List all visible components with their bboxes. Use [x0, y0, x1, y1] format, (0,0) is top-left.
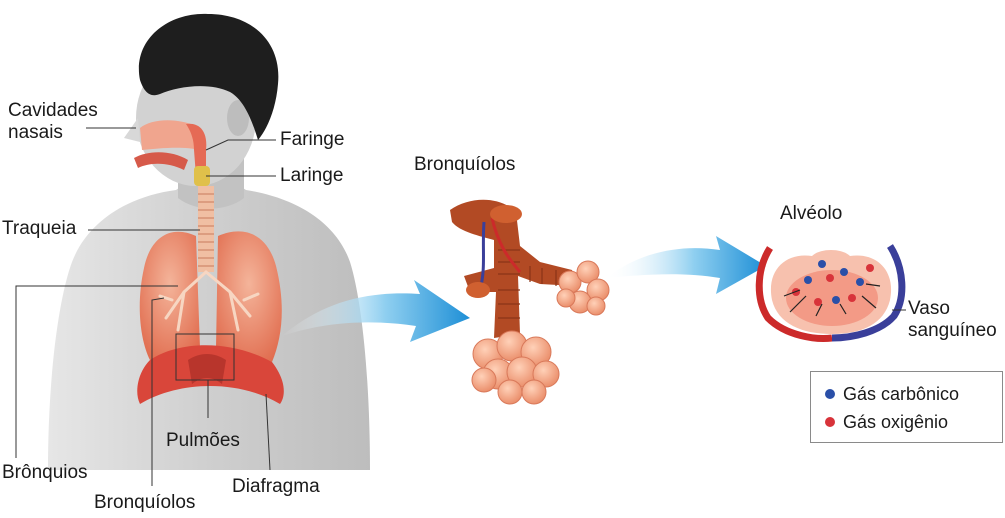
bronchioles-detail	[450, 199, 610, 405]
label-bronquiolos-detail: Bronquíolos	[414, 154, 516, 175]
label-bronquios: Brônquios	[2, 462, 88, 483]
label-cavidades-nasais: Cavidades nasais	[8, 100, 98, 143]
alveolus-detail	[755, 244, 906, 342]
label-alveolo: Alvéolo	[780, 203, 843, 224]
label-laringe: Laringe	[280, 165, 344, 186]
arrow-to-alveolus	[606, 236, 766, 294]
label-bronquiolos-body: Bronquíolos	[94, 492, 196, 513]
label-vaso-sanguineo: Vaso sanguíneo	[908, 298, 997, 341]
legend-item-o2: Gás oxigênio	[825, 412, 948, 432]
legend: Gás carbônico Gás oxigênio	[810, 371, 1003, 443]
legend-item-co2: Gás carbônico	[825, 384, 959, 404]
legend-label: Gás carbônico	[843, 384, 960, 404]
left-lung	[139, 231, 200, 360]
arrow-to-bronchioles	[282, 280, 470, 342]
legend-label: Gás oxigênio	[843, 412, 949, 432]
human-figure	[48, 13, 370, 470]
bronchial-tree	[158, 270, 260, 332]
hair	[138, 13, 279, 140]
label-faringe: Faringe	[280, 129, 345, 150]
red-dot-icon	[825, 417, 835, 427]
label-pulmoes: Pulmões	[166, 430, 240, 451]
blue-dot-icon	[825, 389, 835, 399]
label-traqueia: Traqueia	[2, 218, 77, 239]
label-diafragma: Diafragma	[232, 476, 320, 497]
leader-lines	[15, 127, 276, 486]
